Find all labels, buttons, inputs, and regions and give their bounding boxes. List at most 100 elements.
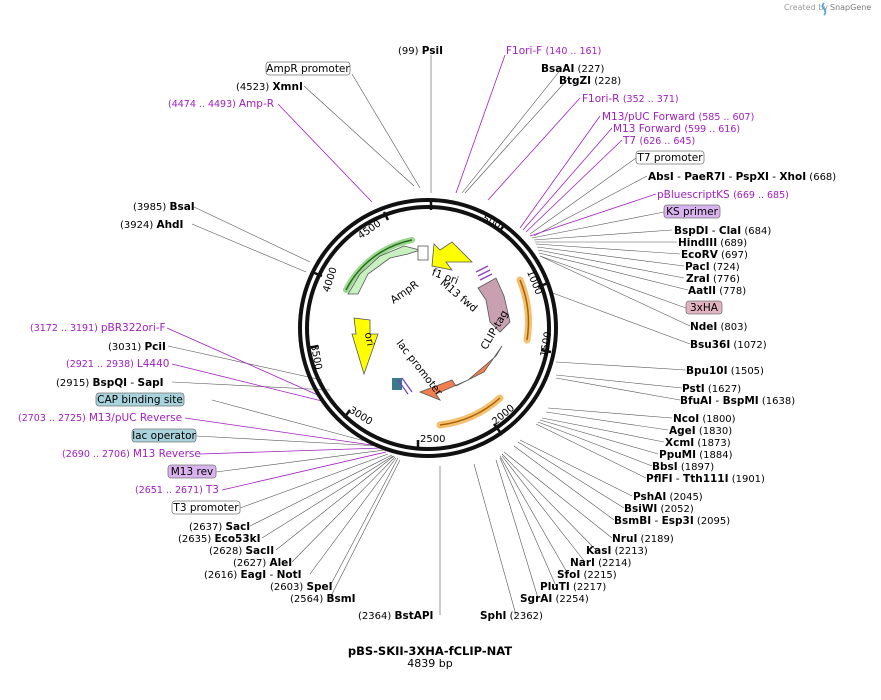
primer-label-amp-r: (4474 .. 4493) Amp-R xyxy=(168,98,274,110)
primer-label-f1ori-r: F1ori-R (352 .. 371) xyxy=(582,93,679,105)
feature-box-m13-rev: M13 rev xyxy=(167,464,217,479)
primer-label-l4440: (2921 .. 2938) L4440 xyxy=(66,358,169,370)
feature-box-ks-primer: KS primer xyxy=(663,204,721,219)
feature-box-t7-promoter: T7 promoter xyxy=(635,150,705,165)
enzyme-label-xcmi: XcmI (1873) xyxy=(665,437,731,449)
enzyme-label-ppumi: PpuMI (1884) xyxy=(659,449,733,461)
primer-label-t7: T7 (626 .. 645) xyxy=(622,135,695,147)
enzyme-label-bstapi: (2364) BstAPI xyxy=(358,610,433,622)
primer-label-m13-forward: M13 Forward (599 .. 616) xyxy=(613,123,740,135)
primer-labels: F1ori-F (140 .. 161) F1ori-R (352 .. 371)… xyxy=(18,45,789,496)
primer-label-f1ori-f: F1ori-F (140 .. 161) xyxy=(506,45,601,57)
enzyme-label-bsaai: BsaAI (227) xyxy=(541,63,605,75)
m13-fwd-marker xyxy=(475,265,493,281)
enzyme-label-bpu10i: Bpu10I (1505) xyxy=(686,365,764,377)
enzyme-label-bfuai: BfuAI - BspMI (1638) xyxy=(680,395,795,407)
enzyme-label-bsmbi: BsmBI - Esp3I (2095) xyxy=(614,515,730,527)
enzyme-label-bspdi: BspDI - ClaI (684) xyxy=(674,225,771,237)
primer-label-pbr322ori-f: (3172 .. 3191) pBR322ori-F xyxy=(30,322,166,334)
enzyme-label-pluti: PluTI (2217) xyxy=(540,581,606,593)
enzyme-label-bsiwi: BsiWI (2052) xyxy=(624,503,694,515)
enzyme-label-nari: NarI (2214) xyxy=(570,557,631,569)
feature-box-cap-binding-site: CAP binding site xyxy=(95,392,185,407)
boxed-feature-labels: AmpR promoter T7 promoter KS primer 3xHA CAP… xyxy=(95,61,723,515)
feature-box-text: 3xHA xyxy=(690,302,719,314)
lac-operator-marker xyxy=(392,377,413,395)
feature-box-text: AmpR promoter xyxy=(266,63,350,75)
enzyme-label-ecorv: EcoRV (697) xyxy=(681,249,748,261)
brand-text: SnapGene xyxy=(830,3,871,12)
primer-label-t3: (2651 .. 2671) T3 xyxy=(135,484,219,496)
enzyme-labels: (99) PsiI BsaAI (227)BtgZI (228) AbsI - Pa… xyxy=(56,45,836,622)
enzyme-label-absi: AbsI - PaeR7I - PspXI - XhoI (668) xyxy=(648,171,836,183)
tick-label: 3000 xyxy=(347,405,374,428)
enzyme-label-bspqi: (2915) BspQI - SapI xyxy=(56,377,164,389)
tick-label: 4000 xyxy=(321,266,339,294)
enzyme-label-psii: (99) PsiI xyxy=(398,45,443,57)
primer-label-m13-reverse: (2690 .. 2706) M13 Reverse xyxy=(62,448,201,460)
enzyme-label-sphi: SphI (2362) xyxy=(480,610,543,622)
enzyme-label-hindiii: HindIII (689) xyxy=(678,237,747,249)
feature-box-text: T3 promoter xyxy=(172,502,239,514)
feature-box-t3-promoter: T3 promoter xyxy=(171,500,241,515)
enzyme-label-eagi: (2616) EagI - NotI xyxy=(204,569,302,581)
enzyme-label-btgzi: BtgZI (228) xyxy=(559,75,621,87)
enzyme-label-eco53ki: (2635) Eco53kI xyxy=(178,533,261,545)
enzyme-label-ncoi: NcoI (1800) xyxy=(673,413,736,425)
plasmid-length: 4839 bp xyxy=(407,657,452,670)
enzyme-label-sacii: (2628) SacII xyxy=(209,545,274,557)
box-leader-lines xyxy=(195,73,687,509)
feature-box-text: CAP binding site xyxy=(97,394,183,406)
feature-box-text: T7 promoter xyxy=(636,152,703,164)
tick-label: 3500 xyxy=(308,344,323,371)
enzyme-label-agei: AgeI (1830) xyxy=(669,425,732,437)
primer-label-m13-puc-forward: M13/pUC Forward (585 .. 607) xyxy=(602,111,754,123)
enzyme-label-paci: PacI (724) xyxy=(685,261,740,273)
enzyme-label-bbsi: BbsI (1897) xyxy=(652,461,714,473)
ampr-promoter-marker xyxy=(417,245,429,261)
plasmid-name: pBS-SKII-3XHA-fCLIP-NAT xyxy=(348,644,512,658)
primer-label-pbluescriptks: pBluescriptKS (669 .. 685) xyxy=(657,189,789,201)
feature-label-m13-fwd: M13 fwd xyxy=(438,277,480,315)
ori-arrow xyxy=(351,317,379,376)
clip-tag-arrow xyxy=(477,277,511,333)
feature-box-lac-operator: lac operator xyxy=(131,428,196,443)
enzyme-label-ndei: NdeI (803) xyxy=(690,321,748,333)
enzyme-label-aatii: AatII (778) xyxy=(688,285,746,297)
ampr-outer-line xyxy=(345,239,413,291)
feature-box-text: lac operator xyxy=(132,430,196,442)
f1-ori-arrow xyxy=(431,241,473,271)
enzyme-label-pflfi: PflFI - Tth111I (1901) xyxy=(646,473,765,485)
enzyme-label-sfoi: SfoI (2215) xyxy=(557,569,617,581)
natmx6-outer-line-2 xyxy=(439,397,501,426)
snapgene-logo-icon xyxy=(821,2,827,16)
enzyme-label-nrui: NruI (2189) xyxy=(612,533,674,545)
enzyme-label-bsmi: (2564) BsmI xyxy=(290,593,356,605)
enzyme-label-bsu36i: Bsu36I (1072) xyxy=(690,339,767,351)
feature-label-ampr: AmpR xyxy=(388,279,421,307)
enzyme-label-kasi: KasI (2213) xyxy=(586,545,648,557)
feature-box-3xha: 3xHA xyxy=(685,300,723,315)
feature-box-text: KS primer xyxy=(666,206,718,218)
enzyme-label-ahdi: (3924) AhdI xyxy=(120,219,183,231)
credit-text: Created by xyxy=(784,3,828,12)
ampr-arrow xyxy=(347,245,422,295)
enzyme-label-xmni: (4523) XmnI xyxy=(236,81,303,93)
enzyme-label-pcii: (3031) PciI xyxy=(108,341,166,353)
backbone-outer xyxy=(298,198,558,458)
leader-lines xyxy=(167,55,691,616)
enzyme-label-pshai: PshAI (2045) xyxy=(633,491,703,503)
primer-leader-lines xyxy=(166,54,657,491)
ticks xyxy=(307,200,552,450)
enzyme-label-psti: PstI (1627) xyxy=(682,383,741,395)
tick-label: 1500 xyxy=(539,331,554,358)
enzyme-label-bsai: (3985) BsaI xyxy=(133,201,195,213)
natmx6-arrow xyxy=(418,345,503,401)
feature-label-ori: ori xyxy=(362,331,376,347)
natmx6-outer-line xyxy=(519,279,530,341)
feature-box-text: M13 rev xyxy=(171,466,214,478)
feature-box-ampr-promoter: AmpR promoter xyxy=(265,61,351,76)
enzyme-label-sgrai: SgrAI (2254) xyxy=(520,593,589,605)
backbone-inner xyxy=(305,205,551,451)
